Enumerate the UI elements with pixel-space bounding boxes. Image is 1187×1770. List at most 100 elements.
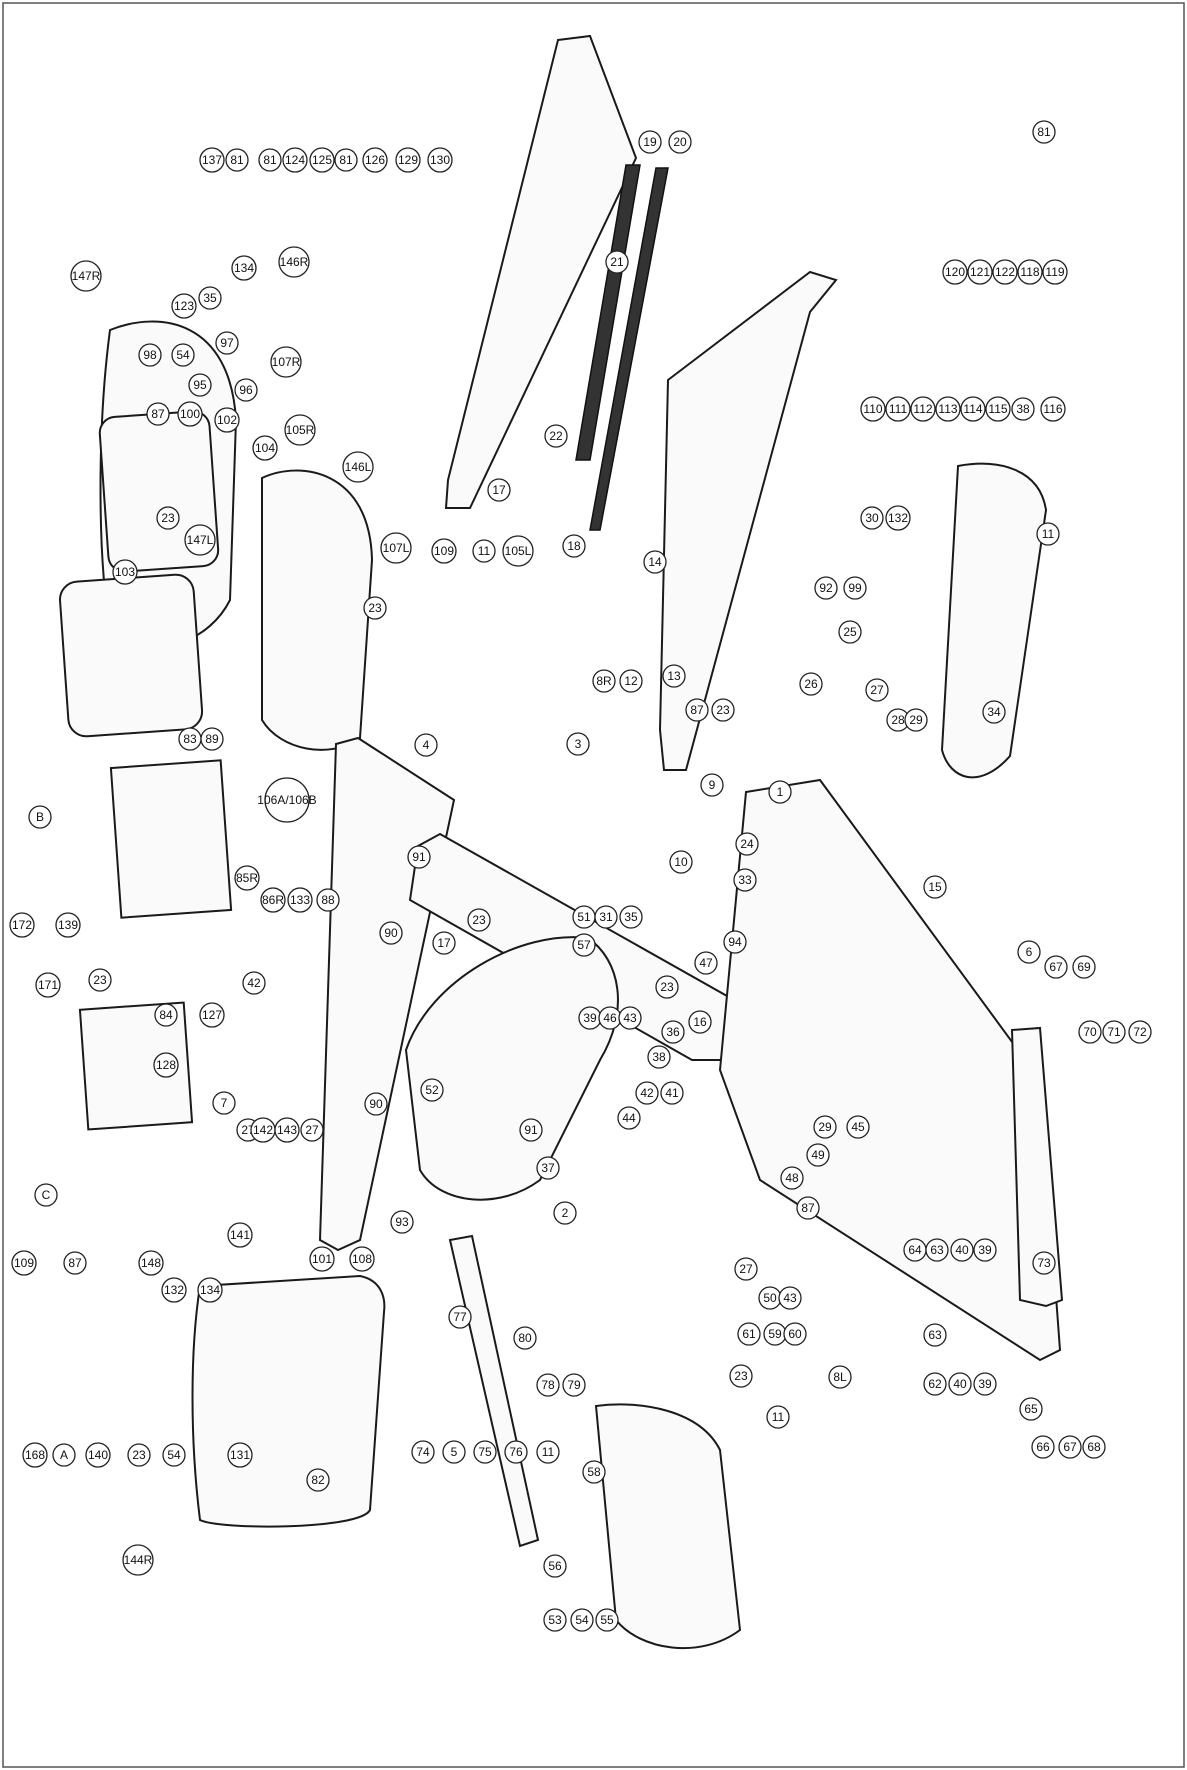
callout-circle bbox=[85, 1442, 111, 1468]
callout-circle bbox=[414, 733, 438, 757]
part-callout: 132 bbox=[885, 505, 911, 531]
callout-label: 1 bbox=[777, 785, 784, 799]
part-callout: 111 bbox=[885, 396, 911, 422]
part-callout: 71 bbox=[1102, 1020, 1126, 1044]
callout-label: 12 bbox=[624, 674, 638, 688]
callout-label: 71 bbox=[1107, 1025, 1121, 1039]
callout-circle bbox=[431, 538, 457, 564]
callout-label: 100 bbox=[180, 407, 200, 421]
callout-circle bbox=[199, 1002, 225, 1028]
callout-label: 23 bbox=[660, 980, 674, 994]
callout-circle bbox=[735, 832, 759, 856]
callout-label: 59 bbox=[768, 1327, 782, 1341]
callout-label: 125 bbox=[312, 153, 332, 167]
callout-label: 62 bbox=[928, 1377, 942, 1391]
part-callout: 122 bbox=[992, 259, 1018, 285]
callout-label: 50 bbox=[763, 1291, 777, 1305]
callout-circle bbox=[904, 708, 928, 732]
part-callout: 129 bbox=[395, 147, 421, 173]
callout-circle bbox=[316, 888, 340, 912]
callout-circle bbox=[22, 1442, 48, 1468]
part-callout: 15 bbox=[923, 875, 947, 899]
callout-circle bbox=[1042, 259, 1068, 285]
part-callout: 34 bbox=[982, 700, 1006, 724]
part-callout: 105R bbox=[284, 414, 316, 446]
part-callout: 8R bbox=[592, 669, 616, 693]
part-callout: 23 bbox=[729, 1364, 753, 1388]
motor-cover bbox=[404, 936, 619, 1201]
callout-label: 42 bbox=[247, 976, 261, 990]
callout-circle bbox=[605, 250, 629, 274]
callout-circle bbox=[200, 727, 224, 751]
callout-circle bbox=[694, 951, 718, 975]
callout-label: 7 bbox=[221, 1096, 228, 1110]
deck-plate bbox=[658, 270, 838, 771]
callout-label: 29 bbox=[818, 1120, 832, 1134]
callout-circle bbox=[923, 1372, 947, 1396]
part-callout: 75 bbox=[473, 1440, 497, 1464]
part-callout: 119 bbox=[1042, 259, 1068, 285]
part-callout: 22 bbox=[544, 424, 568, 448]
part-callout: 48 bbox=[780, 1166, 804, 1190]
callout-label: 104 bbox=[255, 441, 275, 455]
callout-circle bbox=[504, 1440, 528, 1464]
part-callout: 62 bbox=[923, 1372, 947, 1396]
callout-label: 142 bbox=[253, 1123, 273, 1137]
part-callout: 42 bbox=[635, 1081, 659, 1105]
part-callout: 91 bbox=[407, 845, 431, 869]
base-plate bbox=[191, 1274, 386, 1528]
callout-circle bbox=[215, 331, 239, 355]
part-callout: 148 bbox=[138, 1250, 164, 1276]
part-callout: 45 bbox=[846, 1115, 870, 1139]
part-callout: 27 bbox=[865, 678, 889, 702]
callout-label: 35 bbox=[203, 291, 217, 305]
callout-label: 24 bbox=[740, 837, 754, 851]
callout-circle bbox=[1058, 1435, 1082, 1459]
callout-label: 22 bbox=[549, 429, 563, 443]
callout-circle bbox=[70, 260, 102, 292]
callout-label: 143 bbox=[277, 1123, 297, 1137]
callout-circle bbox=[1019, 1397, 1043, 1421]
callout-circle bbox=[562, 534, 586, 558]
callout-circle bbox=[380, 532, 412, 564]
part-callout: 23 bbox=[711, 698, 735, 722]
callout-circle bbox=[799, 672, 823, 696]
part-callout: 36 bbox=[661, 1020, 685, 1044]
callout-circle bbox=[199, 147, 225, 173]
callout-label: 105R bbox=[286, 423, 315, 437]
callout-label: 23 bbox=[93, 973, 107, 987]
callout-label: 70 bbox=[1083, 1025, 1097, 1039]
callout-label: 97 bbox=[220, 336, 234, 350]
part-callout: 134 bbox=[231, 255, 257, 281]
callout-circle bbox=[1128, 1020, 1152, 1044]
callout-circle bbox=[860, 396, 886, 422]
callout-circle bbox=[617, 1106, 641, 1130]
part-callout: 38 bbox=[1011, 397, 1035, 421]
part-callout: 115 bbox=[985, 396, 1011, 422]
part-shapes bbox=[59, 34, 1064, 1650]
callout-label: 133 bbox=[290, 893, 310, 907]
callout-label: 94 bbox=[728, 935, 742, 949]
part-callout: 81 bbox=[225, 148, 249, 172]
part-callout: 67 bbox=[1058, 1435, 1082, 1459]
callout-label: 8R bbox=[596, 674, 612, 688]
part-callout: 21 bbox=[605, 250, 629, 274]
part-callout: 147R bbox=[70, 260, 102, 292]
part-callout: 81 bbox=[258, 148, 282, 172]
part-callout: 98 bbox=[138, 343, 162, 367]
callout-circle bbox=[737, 1322, 761, 1346]
callout-label: 102 bbox=[217, 413, 237, 427]
callout-circle bbox=[925, 1238, 949, 1262]
part-callout: 168 bbox=[22, 1442, 48, 1468]
callout-label: 39 bbox=[978, 1243, 992, 1257]
callout-circle bbox=[487, 478, 511, 502]
part-callout: 24 bbox=[735, 832, 759, 856]
callout-label: 67 bbox=[1049, 960, 1063, 974]
callout-label: 36 bbox=[666, 1025, 680, 1039]
part-callout: 73 bbox=[1032, 1251, 1056, 1275]
part-callout: 2 bbox=[553, 1201, 577, 1225]
callout-circle bbox=[363, 596, 387, 620]
callout-circle bbox=[1036, 522, 1060, 546]
